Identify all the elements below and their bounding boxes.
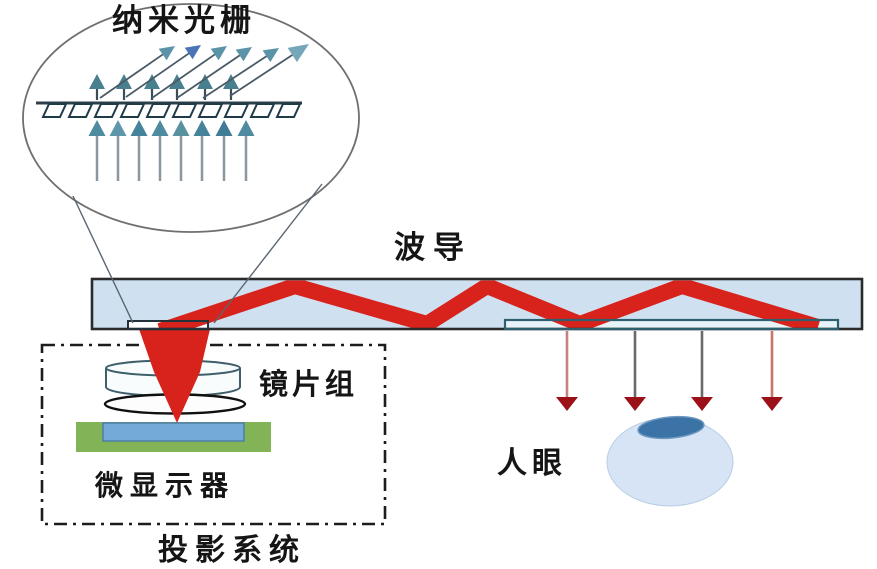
micro-display-label: 微显示器 xyxy=(95,470,236,501)
callout-line-left xyxy=(72,195,134,324)
up-arrow-head xyxy=(130,120,148,136)
grating-tooth xyxy=(119,103,146,118)
outcoupling-grating-outline xyxy=(503,318,840,331)
grating-tooth xyxy=(197,103,224,118)
short-up-arrow-head xyxy=(89,74,105,89)
short-up-arrow-head xyxy=(197,74,213,89)
projector-beam-cone xyxy=(139,329,210,423)
up-arrow-head xyxy=(88,120,106,136)
down-arrow-head xyxy=(691,397,713,411)
projection-system-box xyxy=(40,343,387,526)
diagonal-arrow-head xyxy=(262,48,279,63)
diffracted-diagonal-arrows-group xyxy=(99,44,309,99)
up-arrow-head xyxy=(237,120,255,136)
up-arrow-head xyxy=(193,120,211,136)
up-arrow-head xyxy=(109,120,127,136)
grating-tooth xyxy=(171,103,198,118)
incoupling-grating-outline xyxy=(127,320,209,330)
diagonal-arrow-line xyxy=(125,49,194,98)
diagonal-arrow-head xyxy=(210,46,227,61)
grating-tooth xyxy=(249,103,276,118)
microdisplay-panel xyxy=(102,422,245,442)
tir-zigzag-beam xyxy=(157,280,821,328)
grating-tooth xyxy=(145,103,172,118)
grating-tooth xyxy=(223,103,250,118)
diagonal-arrow-line xyxy=(151,50,220,99)
outcoupled-down-arrows-group xyxy=(556,331,783,411)
eye-iris xyxy=(637,415,705,440)
diagonal-arrow-head xyxy=(287,44,309,63)
diagonal-arrow-head xyxy=(184,45,201,60)
grating-tooth xyxy=(67,103,94,118)
down-arrow-head xyxy=(624,397,646,411)
up-arrow-head xyxy=(151,120,169,136)
diagonal-arrow-head xyxy=(235,47,252,62)
grating-tooth xyxy=(41,103,68,118)
grating-teeth-group xyxy=(41,103,302,118)
short-up-arrow-head xyxy=(223,74,239,89)
short-up-arrow-head xyxy=(144,74,160,89)
incident-up-arrows-group xyxy=(88,120,255,181)
diagonal-arrow-head xyxy=(158,46,175,61)
waveguide-label: 波导 xyxy=(394,230,472,265)
magnifier-circle xyxy=(22,3,360,233)
diagonal-arrow-line xyxy=(176,51,245,99)
human-eye-label: 人眼 xyxy=(497,447,567,480)
diagonal-arrow-line xyxy=(229,48,302,97)
up-arrow-head xyxy=(172,120,190,136)
callout-line-right xyxy=(213,183,323,324)
diagonal-arrow-line xyxy=(202,52,272,99)
grating-tooth xyxy=(93,103,120,118)
projection-system-label: 投影系统 xyxy=(158,534,306,567)
down-arrow-head xyxy=(761,397,783,411)
diagonal-arrow-line xyxy=(99,50,168,99)
up-arrow-head xyxy=(215,120,233,136)
outcoupling-grating xyxy=(505,320,838,329)
nano-grating-label: 纳米光栅 xyxy=(112,3,256,38)
grating-tooth xyxy=(275,103,302,118)
waveguide-outline xyxy=(90,277,864,331)
lens-group-label: 镜片组 xyxy=(259,369,359,401)
down-arrow-head xyxy=(556,397,578,411)
